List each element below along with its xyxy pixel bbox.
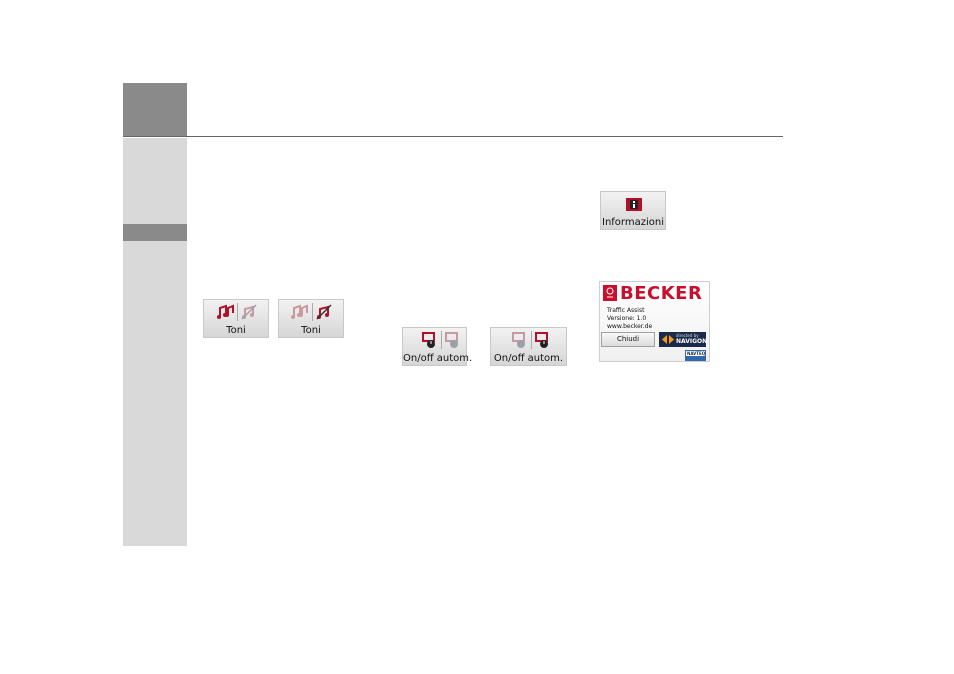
- partner-caption: directed by: [676, 333, 699, 338]
- navteq-text: NAVTEQ: [687, 351, 706, 356]
- auto-on-button[interactable]: On/off autom.: [402, 327, 473, 366]
- tones-icons: [279, 303, 343, 323]
- sidebar-tab-marker: [123, 224, 187, 241]
- divider: [441, 331, 442, 349]
- divider: [531, 331, 532, 349]
- divider: [312, 303, 313, 321]
- music-note-inactive-icon: [291, 304, 308, 319]
- music-note-active-icon: [217, 304, 234, 319]
- navteq-bar: [686, 356, 705, 360]
- sidebar: [123, 138, 187, 546]
- tones-off-label: Toni: [301, 325, 321, 336]
- close-button[interactable]: Chiudi: [601, 332, 655, 347]
- navigon-logo: directed by NAVIGON: [659, 332, 708, 347]
- auto-power-active-icon: [422, 332, 435, 348]
- auto-on-label: On/off autom.: [403, 353, 473, 364]
- sidebar-top-block: [123, 83, 187, 136]
- info-icon: [626, 198, 642, 211]
- becker-logo-icon: [603, 285, 617, 301]
- tones-on-label: Toni: [226, 325, 246, 336]
- music-note-muted-icon: [241, 304, 257, 320]
- partner-name: NAVIGON: [676, 338, 708, 345]
- divider: [237, 303, 238, 321]
- auto-icons: [403, 331, 466, 351]
- auto-icons: [491, 331, 566, 351]
- about-dialog: BECKER Traffic Assist Versione: 1.0 www.…: [599, 281, 710, 362]
- auto-off-label: On/off autom.: [493, 353, 564, 364]
- auto-power-inactive-icon: [512, 332, 525, 348]
- tones-icons: [204, 303, 268, 323]
- version-text: Versione: 1.0: [607, 315, 647, 322]
- music-note-muted-active-icon: [316, 304, 332, 320]
- brand-logo-text: BECKER: [620, 283, 703, 304]
- auto-power-inactive-icon: [445, 332, 458, 348]
- auto-off-button[interactable]: On/off autom.: [490, 327, 567, 366]
- navteq-logo: NAVTEQ: [685, 350, 706, 361]
- tones-off-button[interactable]: Toni: [278, 299, 344, 338]
- auto-power-active-icon: [535, 332, 548, 348]
- navigon-arrows-icon: [662, 335, 674, 344]
- info-button[interactable]: Informazioni: [600, 191, 666, 230]
- header-rule: [123, 136, 783, 137]
- info-label: Informazioni: [602, 217, 664, 228]
- product-name: Traffic Assist: [607, 307, 645, 314]
- website-url: www.becker.de: [607, 323, 653, 330]
- tones-on-button[interactable]: Toni: [203, 299, 269, 338]
